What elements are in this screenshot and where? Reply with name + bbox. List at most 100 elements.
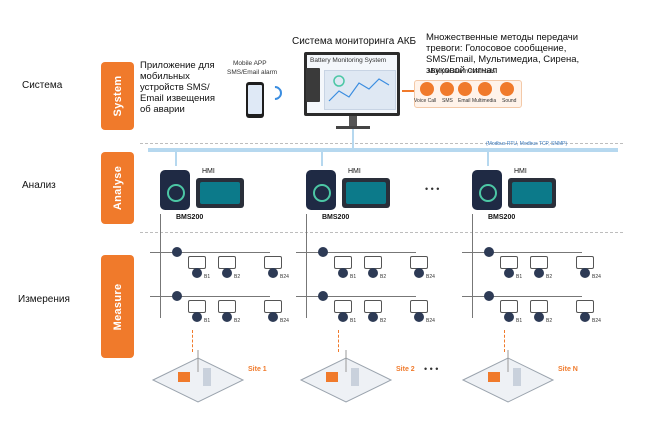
battery-label: B2 [234, 318, 241, 324]
hmi-label: HMI [348, 168, 361, 175]
tab-analyse: Analyse [101, 152, 134, 224]
string-wire [296, 252, 416, 253]
tab-measure-label: Measure [111, 283, 124, 330]
site-label: Site 1 [248, 366, 267, 373]
alarm-method-sms: SMS [442, 98, 453, 104]
ellipsis: • • • [425, 184, 440, 194]
sms-icon [440, 82, 454, 96]
bus-drop-3 [487, 152, 489, 166]
row-label-analysis: Анализ [22, 180, 56, 191]
battery-label: B1 [516, 318, 523, 324]
wifi-icon [265, 83, 285, 103]
hmi-label: HMI [202, 168, 215, 175]
bms-label: BMS200 [322, 214, 350, 221]
battery-label: B1 [350, 274, 357, 280]
sensor-icon [534, 312, 544, 322]
hmi-panel [196, 178, 244, 208]
site-icon [461, 350, 555, 403]
sensor-icon [268, 268, 278, 278]
communication-bus [148, 148, 618, 152]
site-icon [299, 350, 393, 403]
sensor-icon [534, 268, 544, 278]
server-icon [306, 68, 320, 102]
string-wire [462, 252, 582, 253]
bms-device [160, 170, 190, 210]
row-label-system: Система [22, 80, 63, 91]
bus-drop-1 [175, 152, 177, 166]
sensor-icon [222, 312, 232, 322]
sensor-icon [414, 312, 424, 322]
sensor-icon [192, 312, 202, 322]
hmi-label: HMI [514, 168, 527, 175]
tab-analyse-label: Analyse [111, 165, 124, 211]
hmi-panel [508, 178, 556, 208]
site-illustration [148, 350, 248, 408]
sensor-icon [318, 247, 328, 257]
sound-icon [500, 82, 514, 96]
monitoring-title: Система мониторинга АКБ [292, 36, 417, 47]
alarm-note: Множественные методы передачи тревоги: Г… [426, 32, 580, 76]
battery-label: B1 [204, 318, 211, 324]
site-icon [151, 350, 245, 403]
battery-label: B24 [280, 274, 289, 280]
ellipsis: • • • [424, 364, 439, 374]
site-label: Site 2 [396, 366, 415, 373]
alarm-method-sound: Sound [502, 98, 517, 104]
alarm-method-voice: Voice Call [414, 98, 437, 104]
sensor-icon [222, 268, 232, 278]
bms-label: BMS200 [488, 214, 516, 221]
string-wire [462, 296, 582, 297]
sensor-icon [504, 312, 514, 322]
wireless-link [338, 330, 340, 352]
row-label-measure: Измерения [18, 294, 70, 305]
sensor-icon [172, 247, 182, 257]
sensor-icon [580, 312, 590, 322]
alarm-method-multimedia: Multimedia [472, 98, 497, 104]
battery-label: B2 [546, 318, 553, 324]
alarm-methods-title: Multiple alarm methods [428, 68, 496, 75]
sensor-icon [192, 268, 202, 278]
monitor-base [336, 126, 370, 129]
bms-device [472, 170, 502, 210]
measure-wire [306, 214, 307, 318]
battery-label: B2 [234, 274, 241, 280]
sensor-icon [338, 312, 348, 322]
battery-label: B24 [592, 274, 601, 280]
sensor-icon [414, 268, 424, 278]
tab-system: System [101, 62, 134, 130]
sensor-icon [318, 291, 328, 301]
wireless-link [504, 330, 506, 352]
monitor-stand [349, 116, 357, 126]
monitor-screen-title: Battery Monitoring System [310, 57, 387, 64]
arrow-icon [402, 90, 414, 92]
hmi-panel [342, 178, 390, 208]
separator-mid [140, 232, 623, 233]
sensor-icon [368, 312, 378, 322]
sms-email-label: SMS/Email alarm [227, 69, 278, 76]
sensor-icon [580, 268, 590, 278]
app-note: Приложение для мобильных устройств SMS/ … [140, 60, 215, 115]
string-wire [150, 296, 270, 297]
battery-label: B1 [204, 274, 211, 280]
battery-label: B2 [380, 274, 387, 280]
bms-label: BMS200 [176, 214, 204, 221]
separator-top [140, 143, 623, 144]
alarm-method-email: Email [458, 98, 471, 104]
sensor-icon [172, 291, 182, 301]
voice-call-icon [420, 82, 434, 96]
bus-label: (Modbus RTU, Modbus TCP, SNMP) [486, 141, 568, 147]
sensor-icon [484, 247, 494, 257]
string-wire [150, 252, 270, 253]
sensor-icon [268, 312, 278, 322]
site-label: Site N [558, 366, 578, 373]
string-wire [296, 296, 416, 297]
battery-label: B2 [546, 274, 553, 280]
measure-wire [472, 214, 473, 318]
monitor-content [324, 70, 396, 110]
tab-measure: Measure [101, 255, 134, 358]
measure-wire [160, 214, 161, 318]
tab-system-label: System [111, 75, 124, 117]
site-illustration [296, 350, 396, 408]
bus-drop-2 [321, 152, 323, 166]
sensor-icon [484, 291, 494, 301]
